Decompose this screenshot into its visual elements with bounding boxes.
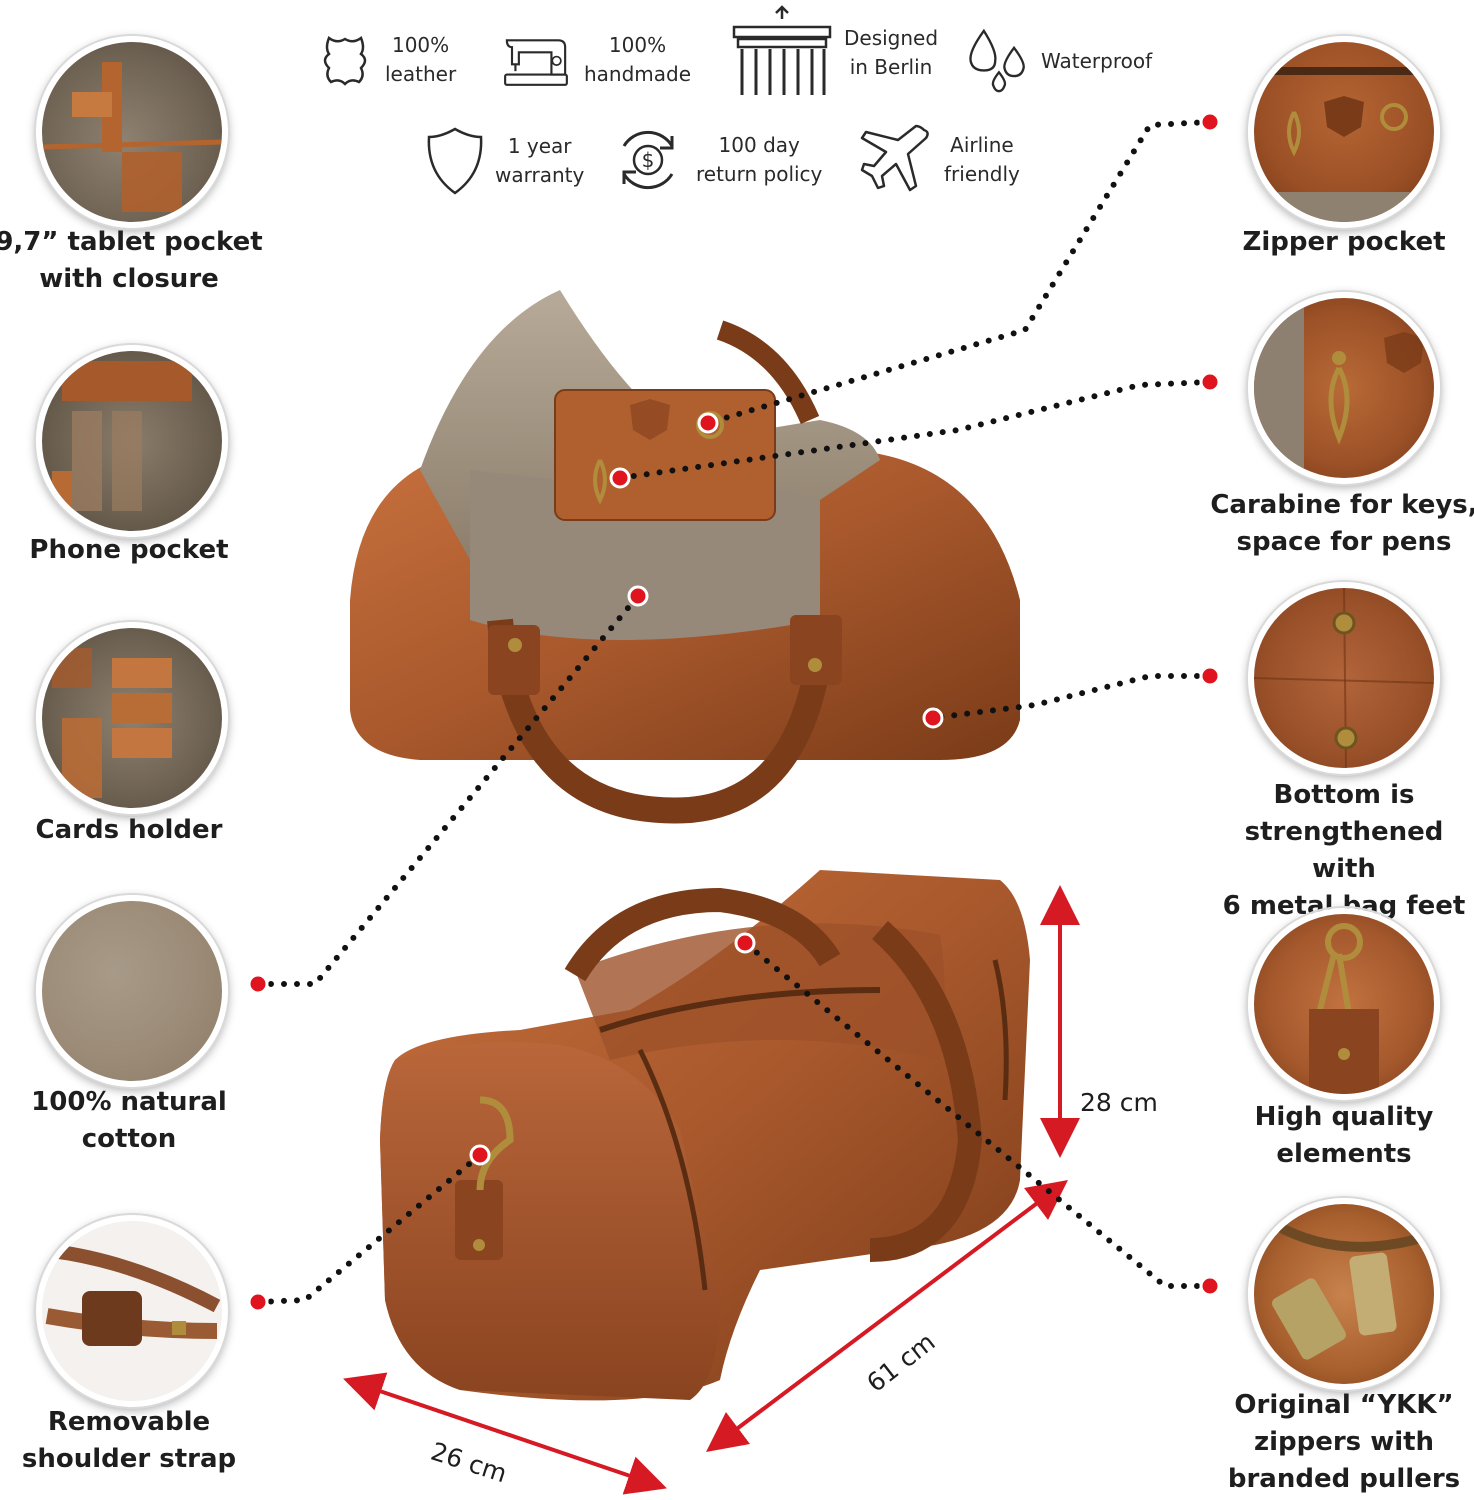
brandenburg-gate-icon [732, 5, 832, 95]
shoulder-strap-image [36, 1215, 228, 1407]
badge-airline: Airline friendly [858, 122, 1020, 198]
svg-text:$: $ [642, 148, 655, 172]
badge-return-policy: $ 100 day return policy [610, 122, 822, 198]
tablet-pocket-label: 9,7” tablet pocket with closure [0, 227, 263, 294]
cards-holder-label: Cards holder [35, 815, 223, 845]
hardware-image [1248, 908, 1440, 1100]
carabiner-image [1248, 292, 1440, 484]
phone-pocket-image [36, 345, 228, 537]
dimension-arrows [343, 885, 1080, 1495]
badge-waterproof: Waterproof [965, 25, 1152, 97]
length-arrow [706, 1179, 1068, 1453]
width-arrow [343, 1372, 667, 1495]
water-drops-icon [969, 28, 1025, 93]
hardware-label: High quality elements [1254, 1102, 1434, 1169]
dimension-height-label: 28 cm [1080, 1088, 1158, 1117]
phone-pocket-label: Phone pocket [29, 535, 229, 565]
open-bag-illustration [350, 290, 1020, 824]
ykk-zipper-label: Original “YKK” zippers with branded pull… [1227, 1390, 1461, 1494]
cotton-image [36, 895, 228, 1087]
badge-handmade: 100% handmade [498, 30, 691, 90]
feature-markers [247, 111, 1221, 1313]
badge-berlin: Designed in Berlin [730, 5, 938, 100]
dotted-connectors [255, 119, 1213, 1305]
closed-bag-illustration [380, 870, 1030, 1401]
leather-hide-icon [323, 36, 367, 86]
tablet-pocket-image [36, 36, 228, 228]
badge-warranty: 1 year warranty [425, 125, 584, 197]
carabiner-label: Carabine for keys, space for pens [1210, 490, 1474, 557]
shield-icon [427, 127, 483, 195]
zipper-pocket-label: Zipper pocket [1242, 227, 1446, 257]
airplane-icon [860, 124, 929, 192]
sewing-machine-icon [504, 39, 568, 86]
bottom-feet-image [1248, 582, 1440, 774]
zipper-pocket-image [1248, 36, 1440, 228]
ykk-zipper-image [1248, 1198, 1440, 1390]
money-return-icon: $ [622, 130, 674, 190]
shoulder-strap-label: Removable shoulder strap [21, 1407, 237, 1474]
cards-holder-image [36, 622, 228, 814]
bottom-feet-label: Bottom is strengthened with 6 metal bag … [1222, 780, 1466, 921]
cotton-label: 100% natural cotton [31, 1087, 227, 1154]
badge-leather: 100% leather [315, 30, 456, 90]
